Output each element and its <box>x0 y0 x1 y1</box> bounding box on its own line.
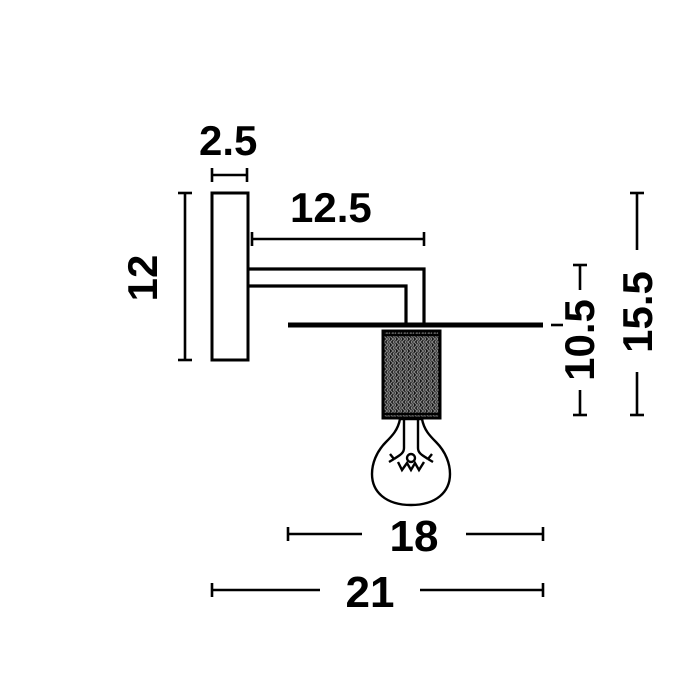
dimension-label-overall-width: 21 <box>346 568 395 617</box>
dimension-label-socket-drop: 10.5 <box>556 299 603 381</box>
lamp-socket <box>381 329 442 420</box>
dimension-plate-height <box>178 191 192 362</box>
dimension-label-shade-width: 18 <box>390 512 439 561</box>
bulb-filament-core <box>405 452 417 464</box>
bulb-filament-wires <box>388 453 434 464</box>
bulb-filament-coil <box>396 460 426 473</box>
dimension-socket-drop <box>551 263 587 417</box>
light-bulb <box>370 417 452 507</box>
dimension-overall-width <box>210 583 545 597</box>
dimension-label-total-height: 15.5 <box>614 271 661 353</box>
dimension-label-arm-reach: 12.5 <box>290 184 372 231</box>
back-plate <box>210 191 250 362</box>
arm-bracket <box>248 267 426 327</box>
dimension-arm-reach <box>250 232 426 246</box>
dimension-label-plate-thickness: 2.5 <box>199 117 257 164</box>
dimension-shade-width <box>286 527 545 541</box>
dimension-total-height <box>630 191 644 417</box>
bulb-neck-stem <box>402 419 420 448</box>
bulb-glass <box>370 417 452 507</box>
bulb-filament-support <box>393 447 429 460</box>
dimension-plate-thickness <box>210 168 249 182</box>
dimension-label-plate-height: 12 <box>119 255 166 302</box>
